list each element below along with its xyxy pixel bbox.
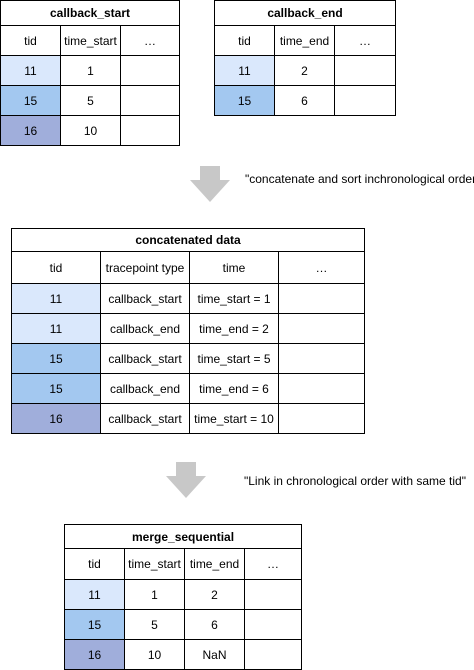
table-row: 16 10 NaN xyxy=(64,639,303,670)
tid-cell: 15 xyxy=(214,85,275,116)
table-row: 15 5 6 xyxy=(64,609,303,640)
table-title: merge_sequential xyxy=(63,524,303,549)
tid-cell: 15 xyxy=(11,343,101,374)
empty-cell xyxy=(243,609,303,640)
tid-cell: 15 xyxy=(0,85,61,116)
empty-cell xyxy=(243,639,303,670)
column-header: … xyxy=(243,548,303,580)
value-cell: 6 xyxy=(274,85,335,116)
column-header: tid xyxy=(0,25,61,56)
tid-cell: 16 xyxy=(64,639,125,670)
table-row: 15 5 xyxy=(0,85,181,116)
empty-cell xyxy=(278,313,365,344)
empty-cell xyxy=(119,85,181,116)
concatenate-annotation: "concatenate and sort inchronological or… xyxy=(245,172,474,186)
empty-cell xyxy=(333,85,397,116)
tid-cell: 16 xyxy=(0,115,61,146)
empty-cell xyxy=(278,283,365,314)
callback-end-table: callback_end tid time_end … 11 2 15 6 xyxy=(213,0,397,116)
column-header: time_end xyxy=(274,25,335,56)
tid-cell: 15 xyxy=(11,373,101,404)
table-title: callback_start xyxy=(0,0,181,26)
value-cell: 5 xyxy=(124,609,185,640)
column-header: … xyxy=(278,251,365,284)
empty-cell xyxy=(278,373,365,404)
empty-cell xyxy=(278,403,365,434)
value-cell: 1 xyxy=(124,579,185,610)
table-row: 16 10 xyxy=(0,115,181,146)
value-cell: 2 xyxy=(274,55,335,86)
tracepoint-type-cell: callback_end xyxy=(100,313,190,344)
table-title: callback_end xyxy=(213,0,397,26)
value-cell: 10 xyxy=(124,639,185,670)
value-cell: NaN xyxy=(184,639,245,670)
tid-cell: 11 xyxy=(11,313,101,344)
table-title: concatenated data xyxy=(11,228,365,252)
column-header: tracepoint type xyxy=(100,251,190,284)
table-row: 11 callback_start time_start = 1 xyxy=(11,283,365,314)
empty-cell xyxy=(243,579,303,610)
column-header: time_start xyxy=(124,548,185,580)
column-header: tid xyxy=(64,548,125,580)
time-cell: time_start = 1 xyxy=(189,283,279,314)
time-cell: time_start = 5 xyxy=(189,343,279,374)
table-row: 16 callback_start time_start = 10 xyxy=(11,403,365,434)
table-row: 11 1 xyxy=(0,55,181,86)
concatenated-data-table: concatenated data tid tracepoint type ti… xyxy=(11,228,365,434)
merge-sequential-table: merge_sequential tid time_start time_end… xyxy=(63,524,303,670)
table-row: 11 1 2 xyxy=(64,579,303,610)
table-row: 11 2 xyxy=(214,55,397,86)
column-header: time_end xyxy=(184,548,245,580)
column-header: … xyxy=(119,25,181,56)
column-header: tid xyxy=(214,25,275,56)
empty-cell xyxy=(119,115,181,146)
value-cell: 2 xyxy=(184,579,245,610)
value-cell: 5 xyxy=(60,85,121,116)
callback-start-table: callback_start tid time_start … 11 1 15 … xyxy=(0,0,181,146)
link-annotation: "Link in chronological order with same t… xyxy=(244,474,466,488)
tracepoint-type-cell: callback_start xyxy=(100,403,190,434)
empty-cell xyxy=(119,55,181,86)
empty-cell xyxy=(278,343,365,374)
tracepoint-type-cell: callback_start xyxy=(100,283,190,314)
value-cell: 6 xyxy=(184,609,245,640)
table-row: 15 callback_end time_end = 6 xyxy=(11,373,365,404)
down-arrow-icon xyxy=(190,166,230,202)
tid-cell: 11 xyxy=(11,283,101,314)
table-row: 15 6 xyxy=(214,85,397,116)
down-arrow-icon xyxy=(166,462,206,498)
column-header: time_start xyxy=(60,25,121,56)
tracepoint-type-cell: callback_start xyxy=(100,343,190,374)
time-cell: time_end = 6 xyxy=(189,373,279,404)
tid-cell: 16 xyxy=(11,403,101,434)
column-header: time xyxy=(189,251,279,284)
tid-cell: 11 xyxy=(64,579,125,610)
column-header: … xyxy=(333,25,397,56)
empty-cell xyxy=(333,55,397,86)
value-cell: 1 xyxy=(60,55,121,86)
tid-cell: 11 xyxy=(214,55,275,86)
tid-cell: 15 xyxy=(64,609,125,640)
time-cell: time_end = 2 xyxy=(189,313,279,344)
tid-cell: 11 xyxy=(0,55,61,86)
table-row: 15 callback_start time_start = 5 xyxy=(11,343,365,374)
time-cell: time_start = 10 xyxy=(189,403,279,434)
value-cell: 10 xyxy=(60,115,121,146)
column-header: tid xyxy=(11,251,101,284)
tracepoint-type-cell: callback_end xyxy=(100,373,190,404)
table-row: 11 callback_end time_end = 2 xyxy=(11,313,365,344)
